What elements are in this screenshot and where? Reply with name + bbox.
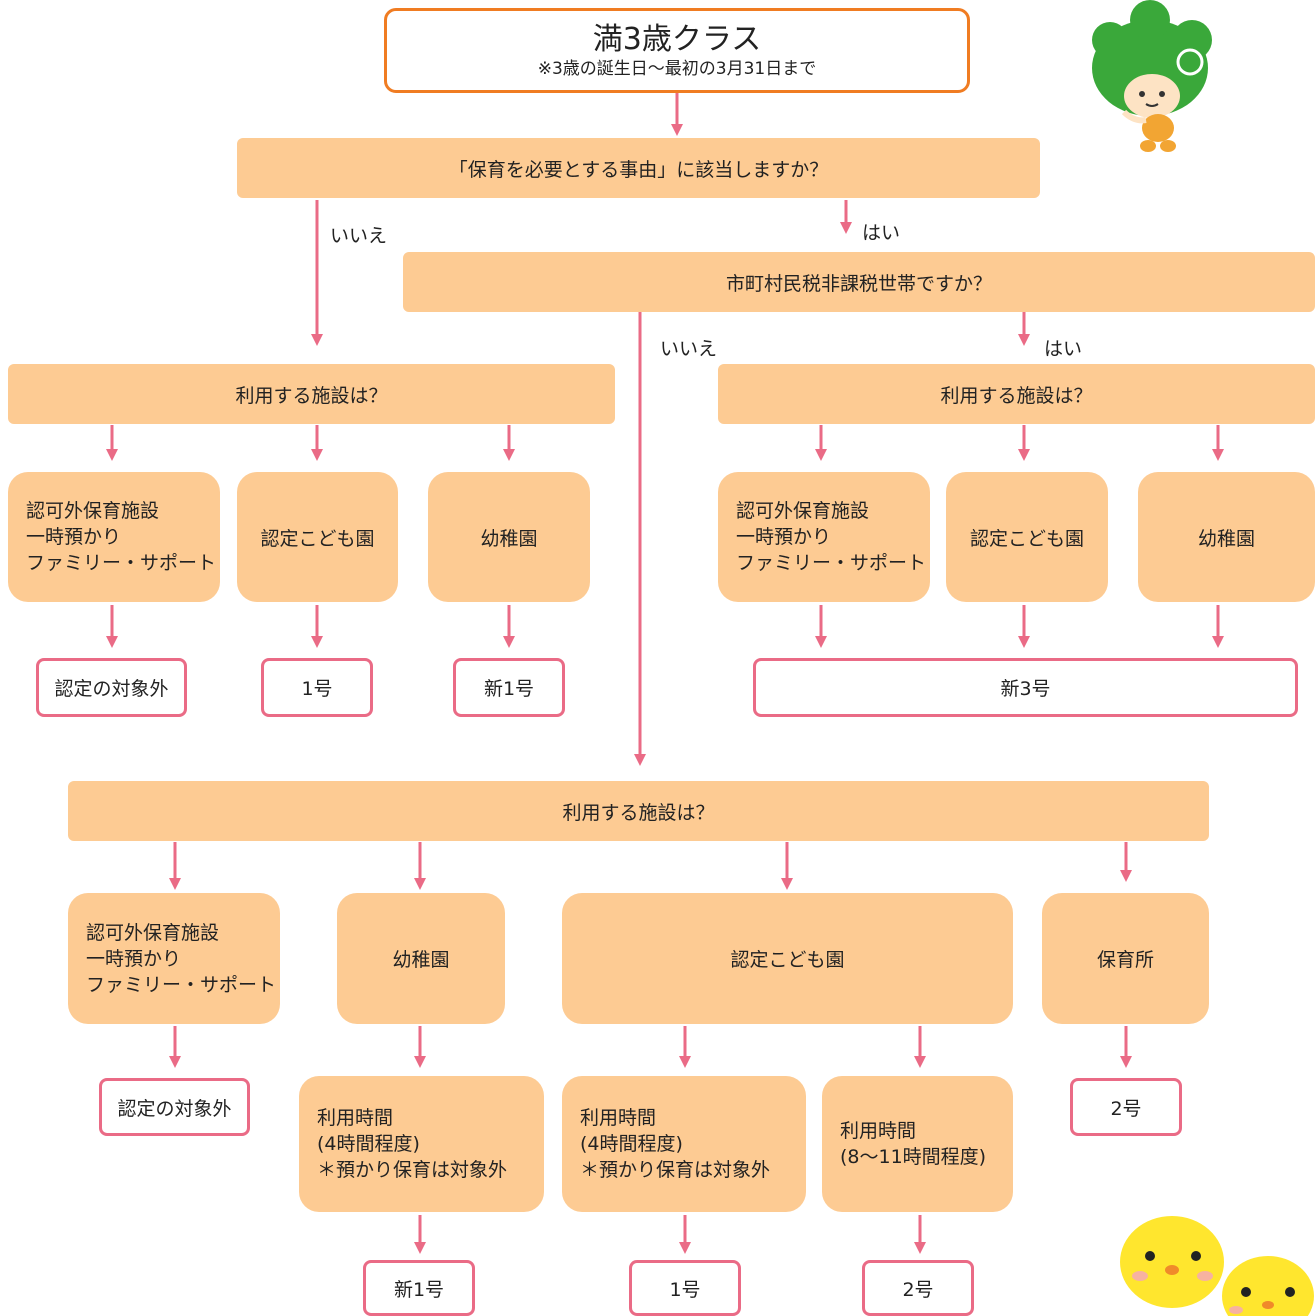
tree-mascot xyxy=(1092,0,1212,152)
facility-line: 一時預かり xyxy=(26,526,122,548)
facility-line: 認可外保育施設 xyxy=(736,500,870,522)
facility-line: ファミリー・サポート xyxy=(86,973,277,996)
chick-mascots xyxy=(1120,1216,1314,1316)
hours-line: ＊預かり保育は対象外 xyxy=(580,1159,771,1181)
facility-kindergarten-c: 幼稚園 xyxy=(337,893,505,1024)
hours-line: 利用時間 xyxy=(580,1107,657,1129)
facility-question-a: 利用する施設は？ xyxy=(8,364,615,424)
result-new-type1-c: 新1号 xyxy=(363,1260,475,1316)
result-type1-a: 1号 xyxy=(261,658,373,717)
question-need-childcare: 「保育を必要とする事由」に該当しますか？ xyxy=(237,138,1040,198)
facility-kindergarten-a: 幼稚園 xyxy=(428,472,590,602)
result-not-eligible-a: 認定の対象外 xyxy=(36,658,187,717)
hours-kindergarten: 利用時間 (4時間程度) ＊預かり保育は対象外 xyxy=(299,1076,544,1212)
title-box: 満3歳クラス ※3歳の誕生日〜最初の3月31日まで xyxy=(384,8,970,93)
hours-line: (4時間程度) xyxy=(580,1133,683,1155)
facility-kodomoen-b: 認定こども園 xyxy=(946,472,1108,602)
facility-nursery-c: 保育所 xyxy=(1042,893,1209,1024)
result-type1-c: 1号 xyxy=(629,1260,741,1316)
facility-line: 認可外保育施設 xyxy=(86,921,220,944)
answer-no-2: いいえ xyxy=(660,338,718,360)
result-type2-nursery: 2号 xyxy=(1070,1078,1182,1136)
facility-question-b: 利用する施設は？ xyxy=(718,364,1315,424)
result-new-type1-a: 新1号 xyxy=(453,658,565,717)
title-note: ※3歳の誕生日〜最初の3月31日まで xyxy=(537,58,817,79)
result-not-eligible-c: 認定の対象外 xyxy=(99,1078,250,1136)
answer-no-1: いいえ xyxy=(330,225,388,247)
question-tax-exempt: 市町村民税非課税世帯ですか？ xyxy=(403,252,1315,312)
hours-line: 利用時間 xyxy=(840,1120,917,1142)
hours-line: ＊預かり保育は対象外 xyxy=(317,1159,508,1181)
answer-yes-2: はい xyxy=(1044,338,1083,360)
facility-kodomoen-a: 認定こども園 xyxy=(237,472,398,602)
answer-yes-1: はい xyxy=(862,222,901,244)
facility-unlicensed-c: 認可外保育施設 一時預かり ファミリー・サポート xyxy=(68,893,280,1024)
hours-line: (8〜11時間程度) xyxy=(840,1146,987,1168)
title-main: 満3歳クラス xyxy=(592,21,762,57)
hours-line: 利用時間 xyxy=(317,1107,394,1129)
facility-line: ファミリー・サポート xyxy=(736,552,927,574)
facility-question-c: 利用する施設は？ xyxy=(68,781,1209,841)
facility-line: 一時預かり xyxy=(736,526,832,548)
facility-line: 認可外保育施設 xyxy=(26,500,160,522)
result-type2-c: 2号 xyxy=(862,1260,974,1316)
hours-kodomoen-short: 利用時間 (4時間程度) ＊預かり保育は対象外 xyxy=(562,1076,806,1212)
facility-unlicensed-b: 認可外保育施設 一時預かり ファミリー・サポート xyxy=(718,472,930,602)
hours-kodomoen-long: 利用時間 (8〜11時間程度) xyxy=(822,1076,1013,1212)
facility-line: ファミリー・サポート xyxy=(26,552,217,574)
facility-kodomoen-c: 認定こども園 xyxy=(562,893,1013,1024)
facility-kindergarten-b: 幼稚園 xyxy=(1138,472,1315,602)
facility-unlicensed-a: 認可外保育施設 一時預かり ファミリー・サポート xyxy=(8,472,220,602)
hours-line: (4時間程度) xyxy=(317,1133,420,1155)
result-new-type3: 新3号 xyxy=(753,658,1298,717)
facility-line: 一時預かり xyxy=(86,947,182,970)
